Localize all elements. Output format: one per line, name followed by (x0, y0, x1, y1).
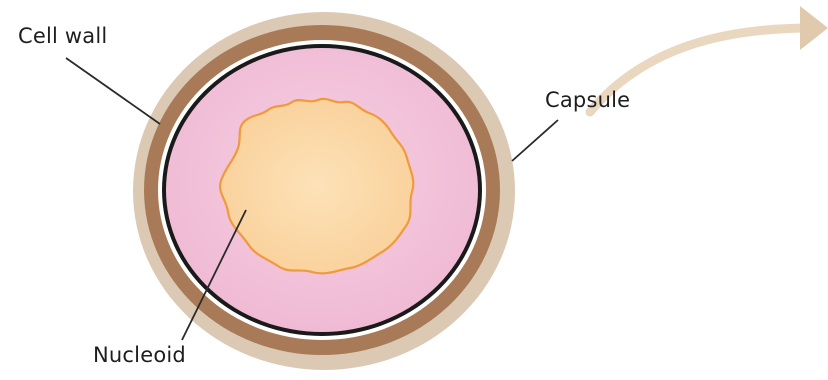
curved-arrow-head (800, 6, 828, 50)
capsule-label: Capsule (545, 88, 630, 112)
nucleoid-label: Nucleoid (93, 343, 186, 367)
cell-wall-label: Cell wall (18, 24, 107, 48)
cell-wall-leader-line (66, 58, 160, 124)
nucleoid (220, 99, 413, 273)
capsule-leader-line (512, 120, 558, 161)
